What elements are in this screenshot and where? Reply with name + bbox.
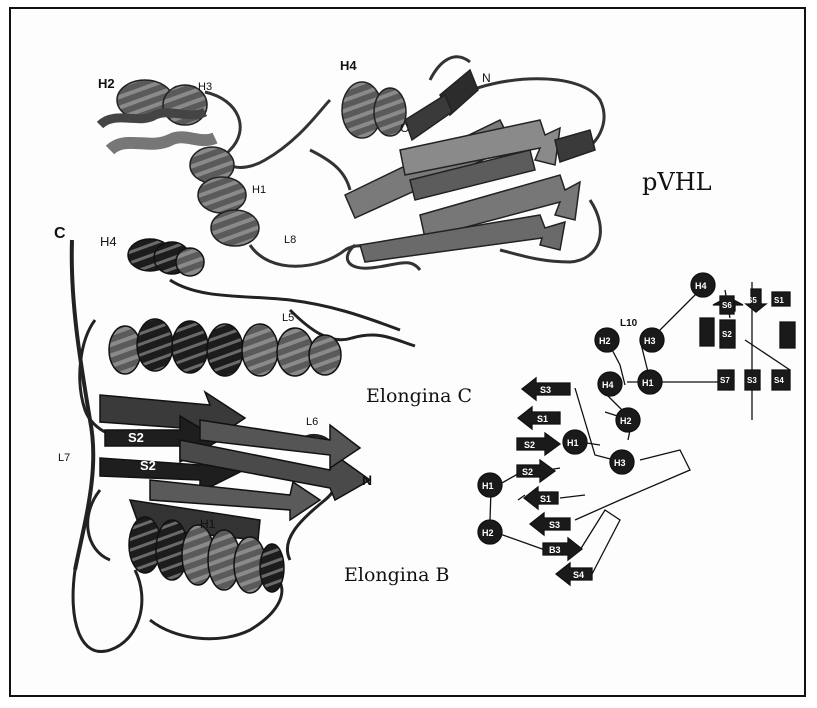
pvhl-h4-label: H4 [340,58,357,73]
elongin-c-terminus-label: C [54,225,66,242]
elongin-b-title: Elongina B [344,564,449,586]
topo-sheet-s7-text: S7 [720,376,730,385]
topo-s2a-text: S2 [524,440,535,450]
pvhl-n-label: N [482,71,491,85]
topo-sheet-s1-text: S1 [774,296,784,305]
topo-s1b-text: S1 [540,494,551,504]
topo-h1-mid-text: H1 [567,438,579,448]
elongin-c-l7-label: L7 [58,452,70,464]
topo-s4-text: S4 [573,570,584,580]
topo-sheet-s2-text: S2 [722,330,732,339]
topo-sheet-s5-text: S5 [747,296,757,305]
topo-h4-mid-text: H4 [602,380,614,390]
elongin-c-l5-label: L5 [282,312,294,324]
topo-sheet-extra [780,322,795,348]
elongin-c-n-label: N [362,472,372,488]
topo-h4-top-text: H4 [695,281,707,291]
elongin-c-s2-label-b: S2 [140,458,156,473]
topo-s3b-text: S3 [549,520,560,530]
elongin-c-title: Elongina C [366,385,472,407]
topo-s2b-text: S2 [522,467,533,477]
pvhl-title: pVHL [642,168,712,196]
topo-h3-mid-text: H3 [614,458,626,468]
elongin-c-s2-label-a: S2 [128,430,144,445]
pvhl-c-label: C [400,121,409,135]
topo-h1-low-text: H1 [482,481,494,491]
topology-helix-nodes [478,273,715,544]
topo-b3-text: B3 [549,545,561,555]
elongin-c-long-helix [109,319,341,376]
elongin-c-h4-label: H4 [100,234,117,249]
topo-h2-low-text: H2 [482,528,494,538]
topo-s1a-text: S1 [537,414,548,424]
elongin-structure: C H4 L5 L6 L7 S2 S2 N H1 Elongina C Elon… [54,225,472,652]
pvhl-h1-label: H1 [252,184,266,196]
topo-h2-text: H2 [599,336,611,346]
pvhl-helix-h1 [190,147,259,246]
pvhl-helix-h4 [342,82,406,138]
pvhl-structure: H2 H3 H4 H1 L8 C N pVHL [98,57,712,270]
pvhl-l8-label: L8 [284,234,296,246]
elongin-c-l6-label: L6 [306,416,318,428]
elongin-c-helix-h4 [128,239,204,276]
topo-sheet-s3-text: S3 [747,376,757,385]
elongin-b-h1-label: H1 [200,517,216,531]
topo-sheet-s4-text: S4 [774,376,784,385]
pvhl-h2-label: H2 [98,76,115,91]
topo-s3a-text: S3 [540,385,551,395]
topo-h1-text: H1 [642,378,654,388]
pvhl-h3-label: H3 [198,81,212,93]
topo-h2-mid-text: H2 [620,416,632,426]
topo-sheet-s2b [700,318,714,346]
topo-sheet-s6-text: S6 [722,301,732,310]
topo-h3-text: H3 [644,336,656,346]
topo-l10-label: L10 [620,318,638,329]
